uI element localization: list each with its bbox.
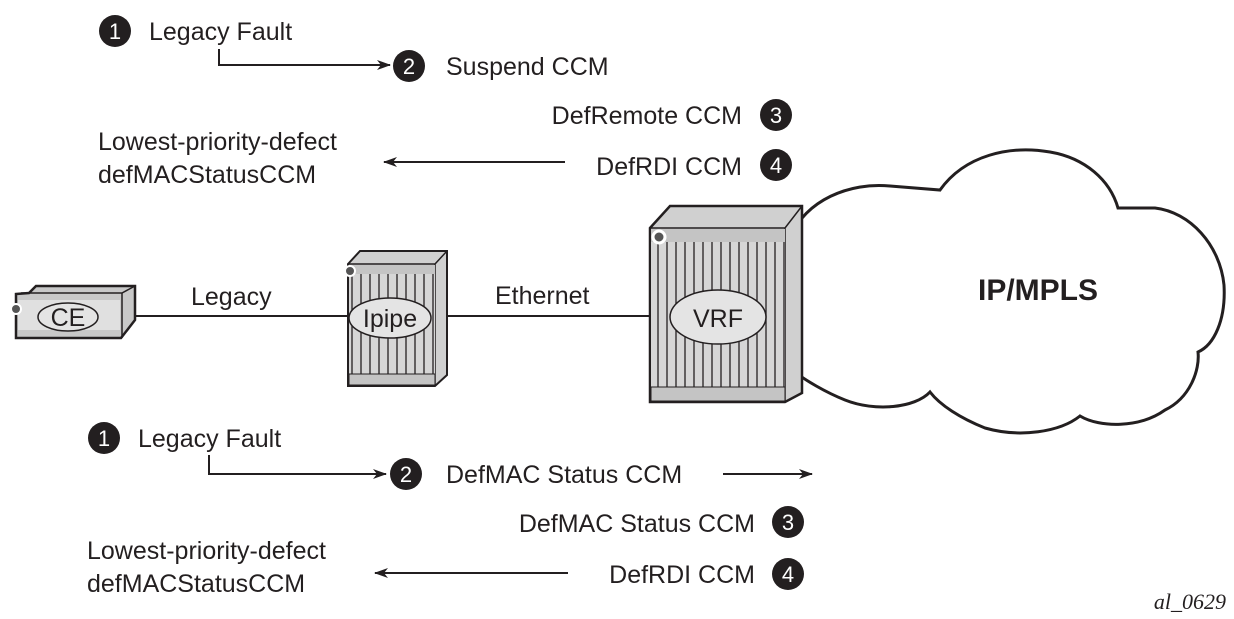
step-number: 4 <box>782 562 794 587</box>
step-label: Suspend CCM <box>446 53 609 81</box>
step-label: DefMAC Status CCM <box>519 510 755 538</box>
figure-id: al_0629 <box>1154 589 1226 614</box>
top-step-4: DefRDI CCM 4 <box>596 149 792 181</box>
status-dot <box>10 303 22 315</box>
step-badge <box>760 99 792 131</box>
step-number: 4 <box>770 153 782 178</box>
top-arrow-1-to-2 <box>218 49 391 70</box>
status-dot <box>651 229 667 245</box>
top-result-line2: defMACStatusCCM <box>98 161 316 189</box>
ce-label: CE <box>51 304 86 332</box>
ipipe-device: Ipipe <box>344 250 448 387</box>
step-label: DefMAC Status CCM <box>446 461 682 489</box>
step-badge <box>772 558 804 590</box>
bottom-step-2: 2 DefMAC Status CCM <box>390 458 682 490</box>
ip-mpls-cloud: IP/MPLS <box>788 148 1226 435</box>
status-dot <box>344 265 356 277</box>
step-label: DefRemote CCM <box>552 102 742 130</box>
legacy-link-label: Legacy <box>191 283 272 311</box>
step-badge <box>390 458 422 490</box>
step-label: DefRDI CCM <box>596 153 742 181</box>
step-badge <box>772 506 804 538</box>
step-number: 1 <box>98 426 110 451</box>
step-badge <box>393 50 425 82</box>
ethernet-link-label: Ethernet <box>495 282 590 310</box>
step-number: 3 <box>782 510 794 535</box>
bottom-step-1: 1 Legacy Fault <box>88 422 281 454</box>
vrf-label: VRF <box>693 305 743 333</box>
step-number: 3 <box>770 103 782 128</box>
step-number: 2 <box>400 462 412 487</box>
ipipe-label: Ipipe <box>363 305 417 333</box>
ce-device: CE <box>10 284 137 340</box>
step-label: DefRDI CCM <box>609 561 755 589</box>
top-step-2: 2 Suspend CCM <box>393 50 609 82</box>
top-step-3: DefRemote CCM 3 <box>552 99 792 131</box>
step-label: Legacy Fault <box>149 18 292 46</box>
bottom-result-line2: defMACStatusCCM <box>87 570 305 598</box>
vrf-device: VRF <box>648 204 804 404</box>
step-badge <box>99 15 131 47</box>
step-badge <box>760 149 792 181</box>
bottom-step-4: DefRDI CCM 4 <box>609 558 804 590</box>
bottom-result-line1: Lowest-priority-defect <box>87 537 326 565</box>
step-label: Legacy Fault <box>138 425 281 453</box>
top-result-line1: Lowest-priority-defect <box>98 128 337 156</box>
step-number: 2 <box>403 54 415 79</box>
bottom-step-3: DefMAC Status CCM 3 <box>519 506 804 538</box>
step-number: 1 <box>109 19 121 44</box>
cloud-label: IP/MPLS <box>978 274 1098 307</box>
top-step-1: 1 Legacy Fault <box>99 15 292 47</box>
step-badge <box>88 422 120 454</box>
bottom-arrow-1-to-2 <box>208 455 387 479</box>
